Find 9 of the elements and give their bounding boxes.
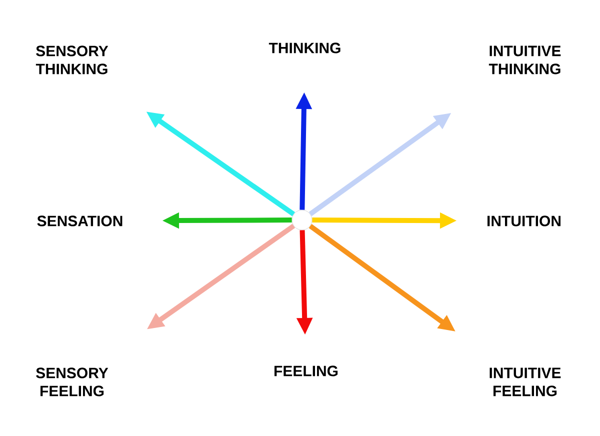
axis-label: INTUITION xyxy=(488,216,560,226)
axis-label: INTUITIVE THINKING xyxy=(488,46,561,74)
axis-label: SENSORY FEELING xyxy=(36,368,108,396)
axis-label: SENSORY THINKING xyxy=(36,46,108,74)
axis-label: FEELING xyxy=(274,366,338,376)
axis-label: THINKING xyxy=(268,42,340,54)
center-circle xyxy=(292,210,312,230)
axis-label: SENSATION xyxy=(37,216,122,226)
axis-label: INTUITIVE FEELING xyxy=(490,368,561,396)
